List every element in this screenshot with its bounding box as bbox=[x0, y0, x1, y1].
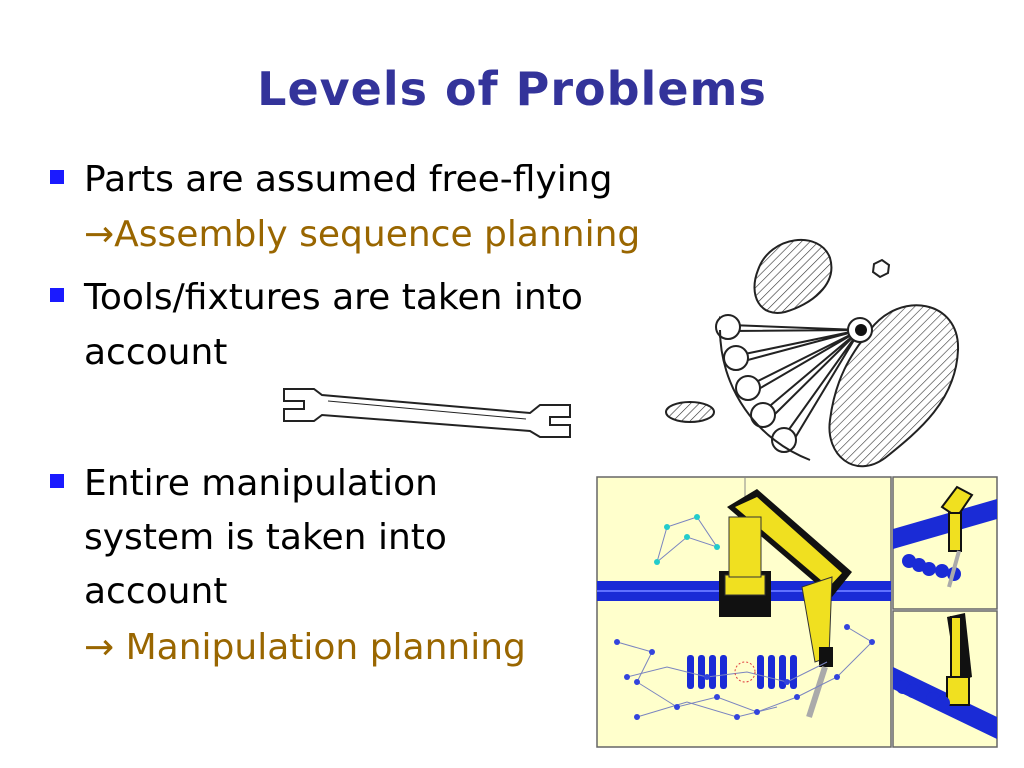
arrow-icon: → bbox=[84, 214, 115, 255]
bullet-3-text-line3: account bbox=[84, 571, 228, 612]
manipulation-panels bbox=[596, 476, 998, 748]
arrow-icon: → bbox=[84, 627, 115, 668]
bullet-3-text-line1: Entire manipulation bbox=[84, 463, 438, 504]
slide-title: Levels of Problems bbox=[257, 62, 767, 116]
bullet-marker bbox=[50, 170, 64, 184]
bottom-right-panel bbox=[892, 610, 998, 748]
wrench-illustration bbox=[283, 388, 571, 438]
bullet-3-subtext: → Manipulation planning bbox=[84, 628, 526, 668]
bullet-marker bbox=[50, 474, 64, 488]
bullet-2-text-line1: Tools/fixtures are taken into bbox=[84, 277, 583, 318]
tool-sweep-illustration bbox=[665, 238, 960, 468]
bullet-1-text: Parts are assumed free-flying bbox=[84, 159, 613, 200]
bullet-3-text-line2: system is taken into bbox=[84, 517, 447, 558]
bullet-1-highlight: Assembly sequence planning bbox=[114, 214, 641, 255]
bullet-marker bbox=[50, 288, 64, 302]
top-right-panel bbox=[892, 476, 998, 610]
bullet-2-text-line2: account bbox=[84, 332, 228, 373]
bullet-3-highlight: Manipulation planning bbox=[114, 627, 526, 668]
main-panel bbox=[596, 476, 892, 748]
bullet-1-subtext: →Assembly sequence planning bbox=[84, 215, 640, 255]
